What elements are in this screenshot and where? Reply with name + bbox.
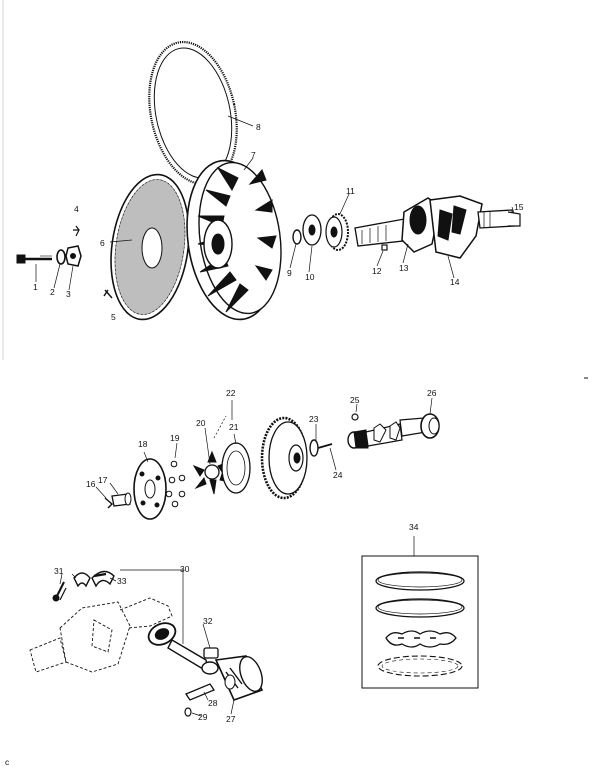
part-label-25: 25 bbox=[350, 395, 360, 405]
part-label-1: 1 bbox=[33, 282, 38, 292]
part-label-31: 31 bbox=[54, 566, 64, 576]
governor-shaft bbox=[111, 492, 132, 507]
crankshaft-gear bbox=[325, 213, 349, 251]
flywheel-nut bbox=[65, 245, 82, 267]
part-label-30: 30 bbox=[180, 564, 190, 574]
part-label-2: 2 bbox=[50, 287, 55, 297]
part-label-34: 34 bbox=[409, 522, 419, 532]
camshaft-gear bbox=[260, 416, 308, 500]
part-label-32: 32 bbox=[203, 616, 213, 626]
part-label-6: 6 bbox=[100, 238, 105, 248]
governor-thrust-ring bbox=[221, 442, 251, 494]
governor-plate bbox=[133, 458, 167, 520]
part-label-14: 14 bbox=[450, 277, 460, 287]
part-label-18: 18 bbox=[138, 439, 148, 449]
part-label-24: 24 bbox=[333, 470, 343, 480]
thrust-washer bbox=[302, 214, 322, 246]
retaining-ring bbox=[292, 229, 302, 245]
part-label-19: 19 bbox=[170, 433, 180, 443]
part-label-17: 17 bbox=[98, 475, 108, 485]
governor-cotter bbox=[104, 497, 114, 509]
part-label-21: 21 bbox=[229, 422, 239, 432]
crankshaft-key bbox=[381, 244, 388, 251]
camshaft-washer bbox=[309, 439, 319, 457]
bearing-inserts bbox=[73, 570, 115, 588]
part-label-23: 23 bbox=[309, 414, 319, 424]
governor-spider bbox=[192, 450, 232, 495]
part-label-3: 3 bbox=[66, 289, 71, 299]
part-label-9: 9 bbox=[287, 268, 292, 278]
part-label-28: 28 bbox=[208, 698, 218, 708]
part-label-8: 8 bbox=[256, 122, 261, 132]
part-label-13: 13 bbox=[399, 263, 409, 273]
crankshaft bbox=[354, 195, 515, 259]
part-label-4: 4 bbox=[74, 204, 79, 214]
part-label-7: 7 bbox=[251, 150, 256, 160]
crankshaft-outline bbox=[29, 597, 173, 673]
part-label-22: 22 bbox=[226, 388, 236, 398]
part-label-20: 20 bbox=[196, 418, 206, 428]
screen-pin bbox=[73, 225, 80, 237]
part-label-10: 10 bbox=[305, 272, 315, 282]
part-label-27: 27 bbox=[226, 714, 236, 724]
camshaft-ball bbox=[351, 413, 359, 421]
part-label-5: 5 bbox=[111, 312, 116, 322]
part-label-16: 16 bbox=[86, 479, 96, 489]
corner-mark: c bbox=[5, 757, 10, 767]
part-label-26: 26 bbox=[427, 388, 437, 398]
screen-screw bbox=[103, 289, 113, 299]
crankshaft-pto-end bbox=[507, 211, 521, 227]
connecting-rod-bolts bbox=[52, 581, 67, 602]
governor-balls bbox=[165, 460, 186, 508]
rotating-screen bbox=[110, 173, 190, 321]
part-label-33: 33 bbox=[117, 576, 127, 586]
camshaft bbox=[347, 413, 440, 449]
wrist-pin bbox=[185, 683, 215, 701]
part-label-12: 12 bbox=[372, 266, 382, 276]
piston bbox=[214, 655, 264, 702]
assembly-axis-line bbox=[213, 415, 227, 439]
flywheel-bolt bbox=[16, 254, 52, 264]
part-label-11: 11 bbox=[346, 186, 355, 196]
connecting-rod bbox=[147, 622, 219, 675]
piston-pin bbox=[203, 647, 219, 659]
part-label-29: 29 bbox=[198, 712, 208, 722]
flywheel-washer bbox=[56, 249, 66, 265]
camshaft-pin bbox=[317, 443, 333, 449]
part-label-15: 15 bbox=[514, 202, 524, 212]
flywheel bbox=[186, 159, 282, 321]
wrist-pin-clip bbox=[184, 707, 192, 717]
piston-ring-set bbox=[361, 536, 479, 689]
